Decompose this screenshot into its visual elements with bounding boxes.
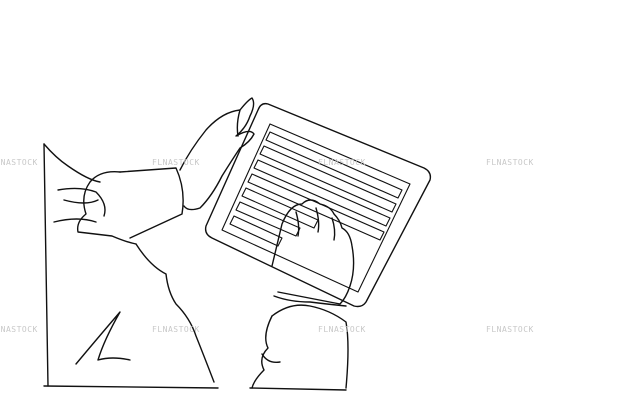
content-bar bbox=[241, 187, 319, 229]
tablet-body bbox=[204, 102, 432, 308]
right-hand-outline bbox=[271, 199, 355, 305]
left-arm bbox=[53, 167, 184, 245]
finger bbox=[315, 207, 320, 233]
sleeve-fold bbox=[53, 218, 97, 223]
right-hand bbox=[271, 199, 355, 307]
left-hand bbox=[179, 97, 255, 211]
left-hand-outline bbox=[179, 97, 255, 211]
torso-fold bbox=[135, 243, 215, 383]
content-bar bbox=[253, 159, 391, 227]
torso-left-edge bbox=[43, 143, 49, 387]
torso-curve bbox=[43, 143, 101, 183]
tablet-screen bbox=[221, 123, 411, 293]
content-bar bbox=[247, 173, 385, 241]
left-thumb bbox=[236, 109, 241, 137]
left-cuff bbox=[119, 167, 184, 239]
lap-line bbox=[249, 387, 347, 391]
finger bbox=[295, 211, 300, 237]
sleeve-fold bbox=[57, 187, 106, 217]
tablet bbox=[204, 102, 432, 308]
finger bbox=[331, 217, 336, 241]
floor-line bbox=[43, 385, 219, 389]
torso-fold bbox=[75, 311, 131, 365]
right-sleeve-outline bbox=[271, 304, 349, 389]
left-sleeve bbox=[76, 171, 137, 245]
content-bar bbox=[235, 201, 301, 237]
content-bar bbox=[259, 145, 397, 213]
right-sleeve-fold bbox=[261, 353, 281, 364]
body bbox=[43, 143, 349, 391]
content-bar bbox=[265, 131, 403, 199]
sleeve-fold bbox=[63, 199, 99, 204]
screen-content bbox=[229, 131, 403, 247]
right-wrist bbox=[273, 295, 347, 307]
right-sleeve-outline bbox=[251, 315, 273, 389]
content-bar bbox=[229, 215, 283, 247]
